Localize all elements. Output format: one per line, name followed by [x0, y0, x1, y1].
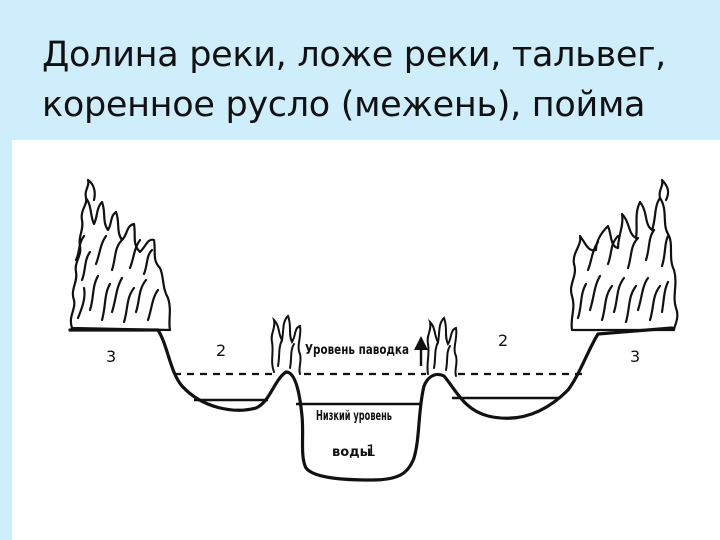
flood-rise-arrow: [414, 336, 428, 366]
terrace-number-left: 3: [106, 347, 116, 366]
river-valley-diagram: 3 2 Уровень паводка 2 3 Низкий уровень в…: [68, 178, 679, 482]
title-line-2: коренное русло (межень), пойма: [42, 85, 646, 125]
left-vegetation: [69, 178, 172, 332]
title-line-1: Долина реки, ложе реки, тальвег,: [42, 35, 666, 75]
left-levee-bush: [270, 314, 302, 375]
flood-level-label: Уровень паводка: [305, 343, 409, 358]
low-water-label-line2: воды: [332, 445, 371, 460]
right-levee-bush: [426, 316, 458, 377]
valley-profile: [68, 326, 674, 482]
low-water-line: [194, 396, 558, 406]
floodplain-number-left: 2: [216, 341, 226, 360]
river-valley-figure: 3 2 Уровень паводка 2 3 Низкий уровень в…: [12, 140, 720, 540]
terrace-number-right: 3: [630, 347, 640, 366]
floodplain-number-right: 2: [498, 331, 508, 350]
low-water-label-line1: Низкий уровень: [316, 409, 392, 424]
right-vegetation: [570, 178, 679, 332]
channel-number: 1: [366, 441, 376, 460]
slide-title: Долина реки, ложе реки, тальвег, коренно…: [42, 30, 702, 130]
